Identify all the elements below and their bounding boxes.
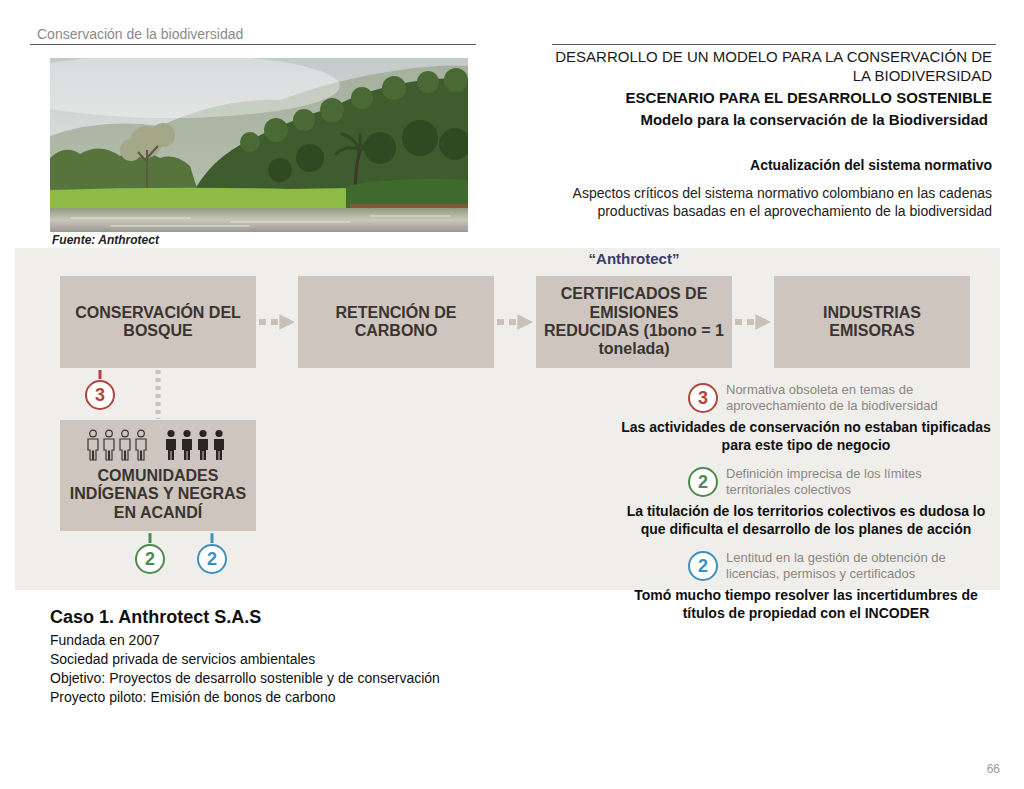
box-heading: “Anthrotect” — [526, 250, 742, 268]
callout-number: 2 — [698, 473, 708, 491]
callout-number: 2 — [145, 550, 155, 568]
process-box: INDUSTRIAS EMISORAS — [774, 276, 970, 368]
flow-arrow — [497, 319, 533, 325]
callout-number: 2 — [698, 557, 708, 575]
page-number: 66 — [944, 762, 1000, 776]
section-heading: Actualización del sistema normativo — [552, 156, 992, 174]
header-rule — [552, 44, 996, 45]
box-label: INDUSTRIAS EMISORAS — [782, 304, 962, 341]
case-detail: Objetivo: Proyectos de desarrollo sosten… — [50, 669, 590, 687]
issue-note: La titulación de los territorios colecti… — [616, 502, 996, 538]
callout-number: 3 — [698, 389, 708, 407]
callout-circle: 2 — [688, 467, 718, 497]
callout-tick — [211, 533, 214, 543]
callout-tick — [149, 533, 152, 543]
dotted-link — [156, 370, 161, 419]
issue-note: Tomó mucho tiempo resolver las incertidu… — [616, 586, 996, 622]
issue-note: Las actividades de conservación no estab… — [616, 418, 996, 454]
running-header: Conservación de la biodiversidad — [37, 26, 467, 42]
section-heading: Modelo para la conservación de la Biodiv… — [640, 110, 988, 129]
section-intro: Aspectos críticos del sistema normativo … — [552, 184, 992, 220]
case-detail: Fundada en 2007 — [50, 631, 590, 649]
flow-arrow — [735, 319, 771, 325]
issue-title: Definición imprecisa de los límites terr… — [726, 466, 976, 498]
landscape-photo — [50, 58, 468, 232]
process-box: CONSERVACIÓN DEL BOSQUE — [60, 276, 256, 368]
callout-number: 3 — [95, 386, 105, 404]
box-label: RETENCIÓN DE CARBONO — [306, 304, 486, 341]
header-rule — [30, 44, 476, 45]
page-title: DESARROLLO DE UN MODELO PARA LA CONSERVA… — [552, 47, 992, 85]
process-box: RETENCIÓN DE CARBONO — [298, 276, 494, 368]
box-label: CERTIFICADOS DE EMISIONES REDUCIDAS (1bo… — [544, 285, 724, 359]
callout-circle: 2 — [197, 544, 227, 574]
callout-circle: 3 — [688, 383, 718, 413]
issue-title: Lentitud en la gestión de obtención de l… — [726, 550, 976, 582]
photo-credit: Fuente: Anthrotect — [52, 233, 352, 247]
community-box: COMUNIDADES INDÍGENAS Y NEGRAS EN ACANDÍ — [60, 420, 256, 531]
box-label: COMUNIDADES INDÍGENAS Y NEGRAS EN ACANDÍ — [68, 467, 248, 522]
process-box: “Anthrotect”CERTIFICADOS DE EMISIONES RE… — [536, 276, 732, 368]
people-icons — [83, 429, 233, 461]
callout-number: 2 — [207, 550, 217, 568]
flow-arrow — [259, 319, 295, 325]
callout-circle: 2 — [688, 551, 718, 581]
case-detail: Proyecto piloto: Emisión de bonos de car… — [50, 688, 590, 706]
case-detail: Sociedad privada de servicios ambientale… — [50, 650, 590, 668]
box-label: CONSERVACIÓN DEL BOSQUE — [68, 304, 248, 341]
case-title: Caso 1. Anthrotect S.A.S — [50, 606, 570, 628]
callout-circle: 2 — [135, 544, 165, 574]
issue-title: Normativa obsoleta en temas de aprovecha… — [726, 382, 976, 414]
section-heading: ESCENARIO PARA EL DESARROLLO SOSTENIBLE — [552, 88, 992, 108]
diagram-panel — [15, 248, 1000, 590]
callout-circle: 3 — [85, 380, 115, 410]
callout-tick — [99, 370, 102, 379]
